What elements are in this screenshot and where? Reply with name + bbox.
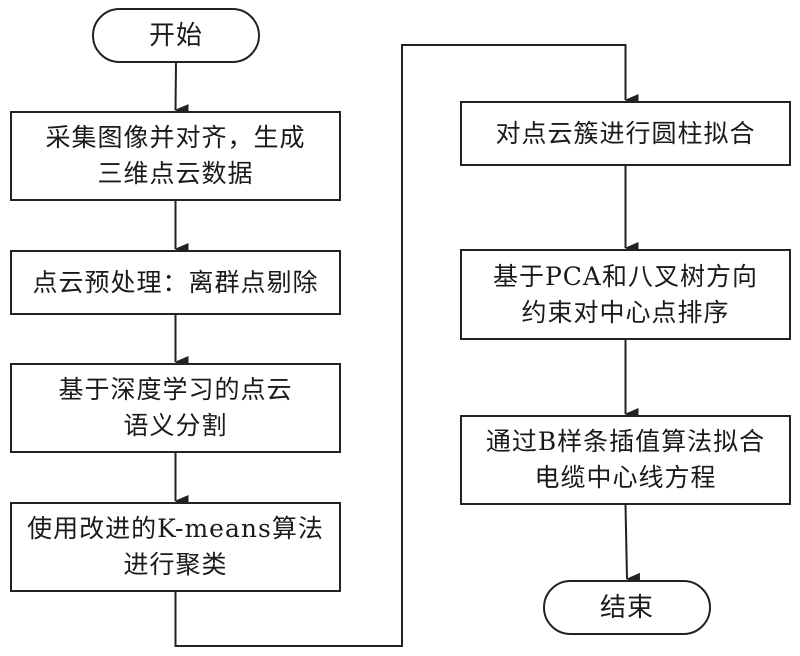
node-label-line: 开始: [148, 20, 203, 51]
process-box-sort: 基于PCA和八叉树方向约束对中心点排序: [460, 249, 791, 340]
node-label-line: 三维点云数据: [97, 159, 254, 188]
node-label-line: 进行聚类: [123, 550, 228, 579]
terminal-start: 开始: [92, 8, 260, 63]
node-label-line: 约束对中心点排序: [521, 297, 730, 327]
node-label-line: 通过B样条插值算法拟合: [485, 427, 766, 456]
process-box-acquire: 采集图像并对齐，生成三维点云数据: [10, 111, 341, 201]
arrow-cluster-to-cylinder: [174, 44, 639, 647]
node-label-line: 结束: [599, 592, 654, 623]
node-label-line: 使用改进的K-means算法: [27, 514, 324, 543]
process-box-preprocess: 点云预处理：离群点剔除: [10, 250, 341, 315]
arrow-start-to-acquire: [174, 62, 189, 117]
node-label-line: 语义分割: [123, 411, 228, 440]
arrow-bspline-to-end: [624, 504, 641, 585]
node-label-line: 基于PCA和八叉树方向: [492, 261, 758, 291]
process-box-cluster: 使用改进的K-means算法进行聚类: [10, 502, 341, 592]
node-label-line: 对点云簇进行圆柱拟合: [495, 118, 756, 148]
terminal-end: 结束: [543, 580, 711, 635]
node-label-line: 点云预处理：离群点剔除: [32, 267, 319, 297]
process-box-cylinder: 对点云簇进行圆柱拟合: [460, 101, 791, 166]
node-label-line: 采集图像并对齐，生成: [45, 123, 306, 152]
process-box-bspline: 通过B样条插值算法拟合电缆中心线方程: [460, 415, 791, 505]
process-box-segment: 基于深度学习的点云语义分割: [10, 363, 341, 453]
node-label-line: 基于深度学习的点云: [58, 375, 293, 404]
node-label-line: 电缆中心线方程: [534, 463, 717, 492]
